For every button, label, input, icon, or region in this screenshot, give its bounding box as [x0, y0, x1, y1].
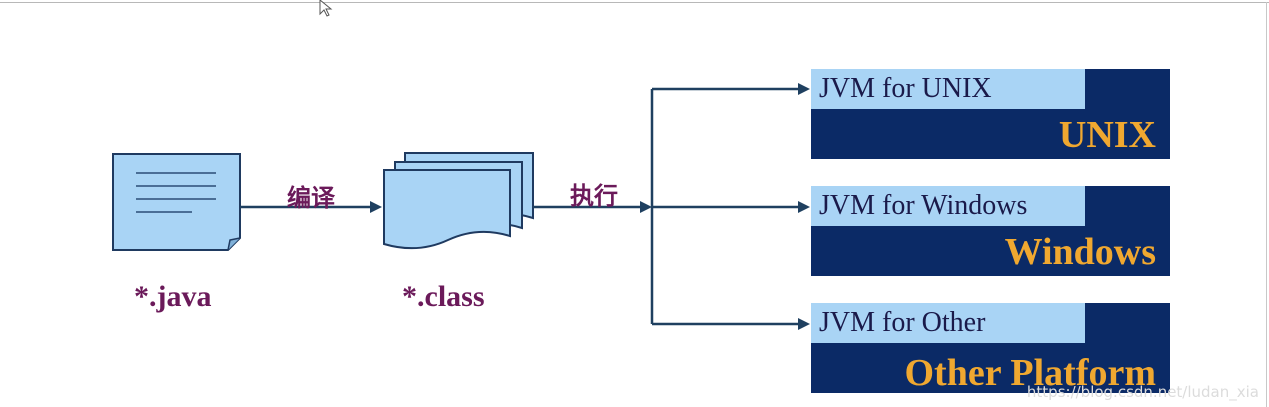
branch-connector [650, 83, 810, 330]
frame-right-border [1266, 2, 1267, 407]
mouse-cursor-icon [319, 0, 333, 17]
os-unix-label: UNIX [1058, 114, 1156, 156]
execute-arrow [533, 201, 652, 213]
os-windows-label: Windows [1004, 231, 1156, 273]
compile-arrow [240, 201, 382, 213]
frame-top-border [0, 2, 1269, 3]
watermark-text: https://blog.csdn.net/ludan_xia [1026, 383, 1259, 401]
compile-label: 编译 [287, 184, 335, 212]
java-file-icon [112, 153, 241, 251]
jvm-other-label: JVM for Other [811, 303, 1085, 343]
jvm-unix-label: JVM for UNIX [811, 69, 1085, 109]
jvm-windows-label: JVM for Windows [811, 186, 1085, 226]
os-other-label: Other Platform [904, 352, 1157, 394]
platform-unix: JVM for UNIX UNIX [811, 69, 1170, 159]
platform-windows: JVM for Windows Windows [811, 186, 1170, 276]
platform-other: JVM for Other Other Platform [811, 303, 1170, 394]
class-files-icon [383, 152, 534, 250]
execute-label: 执行 [570, 182, 618, 210]
java-file-label: *.java [134, 280, 212, 313]
class-file-label: *.class [402, 280, 485, 313]
